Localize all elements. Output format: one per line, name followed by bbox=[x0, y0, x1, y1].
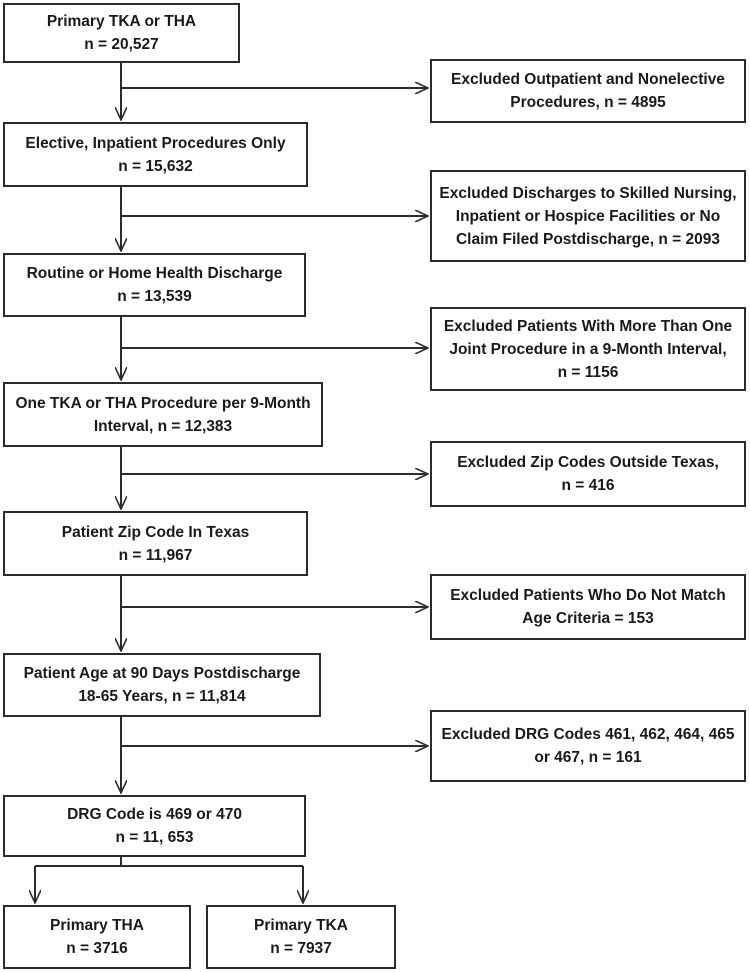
stage-count: Interval, n = 12,383 bbox=[93, 417, 233, 435]
outcome-label: Primary THA bbox=[50, 917, 144, 934]
stage-routine-discharge: Routine or Home Health Discharge n = 13,… bbox=[3, 253, 306, 317]
exclusion-outpatient: Excluded Outpatient and Nonelective Proc… bbox=[430, 59, 746, 123]
exclusion-text: Claim Filed Postdischarge, n = 2093 bbox=[455, 230, 721, 248]
exclusion-text: n = 1156 bbox=[557, 363, 619, 381]
exclusion-text: Excluded Outpatient and Nonelective bbox=[451, 71, 725, 88]
stage-count: n = 11, 653 bbox=[115, 829, 194, 846]
exclusion-text: Procedures, n = 4895 bbox=[510, 94, 666, 111]
outcome-label: Primary TKA bbox=[254, 917, 348, 934]
outcome-primary-tha: Primary THA n = 3716 bbox=[3, 905, 191, 969]
exclusion-text: Excluded Zip Codes Outside Texas, bbox=[457, 454, 719, 471]
stage-count: n = 20,527 bbox=[84, 36, 159, 53]
exclusion-text: Excluded Discharges to Skilled Nursing, bbox=[439, 184, 737, 202]
exclusion-text: n = 416 bbox=[561, 477, 615, 494]
outcome-count: n = 7937 bbox=[270, 940, 332, 957]
stage-zip-texas: Patient Zip Code In Texas n = 11,967 bbox=[3, 511, 308, 576]
stage-label: DRG Code is 469 or 470 bbox=[67, 806, 242, 823]
exclusion-text: Age Criteria = 153 bbox=[522, 610, 654, 627]
stage-count: n = 15,632 bbox=[118, 157, 193, 175]
stage-count: n = 11,967 bbox=[118, 546, 193, 564]
exclusion-zip-codes: Excluded Zip Codes Outside Texas, n = 41… bbox=[430, 441, 746, 507]
stage-label: Primary TKA or THA bbox=[46, 13, 197, 30]
stage-count: n = 13,539 bbox=[117, 288, 192, 305]
stage-drg-code: DRG Code is 469 or 470 n = 11, 653 bbox=[3, 795, 306, 857]
stage-elective-inpatient: Elective, Inpatient Procedures Only n = … bbox=[3, 122, 308, 187]
stage-label: Patient Zip Code In Texas bbox=[61, 523, 250, 541]
exclusion-text: Excluded Patients Who Do Not Match bbox=[450, 587, 726, 604]
stage-label: Routine or Home Health Discharge bbox=[26, 265, 283, 282]
exclusion-text: or 467, n = 161 bbox=[534, 749, 642, 766]
stage-label: One TKA or THA Procedure per 9-Month bbox=[15, 394, 311, 412]
outcome-primary-tka: Primary TKA n = 7937 bbox=[206, 905, 396, 969]
exclusion-text: Excluded DRG Codes 461, 462, 464, 465 bbox=[441, 726, 735, 743]
exclusion-drg-codes: Excluded DRG Codes 461, 462, 464, 465 or… bbox=[430, 710, 746, 782]
stage-one-procedure: One TKA or THA Procedure per 9-Month Int… bbox=[3, 382, 323, 447]
exclusion-discharges: Excluded Discharges to Skilled Nursing, … bbox=[430, 170, 746, 262]
stage-age-criteria: Patient Age at 90 Days Postdischarge 18-… bbox=[3, 653, 321, 717]
stage-label: Elective, Inpatient Procedures Only bbox=[25, 134, 286, 152]
exclusion-text: Excluded Patients With More Than One bbox=[443, 317, 733, 335]
stage-primary-tka-tha: Primary TKA or THA n = 20,527 bbox=[3, 3, 240, 63]
exclusion-text: Inpatient or Hospice Facilities or No bbox=[455, 207, 721, 225]
stage-count: 18-65 Years, n = 11,814 bbox=[78, 688, 246, 705]
exclusion-multiple-procedures: Excluded Patients With More Than One Joi… bbox=[430, 307, 746, 391]
stage-label: Patient Age at 90 Days Postdischarge bbox=[23, 665, 301, 682]
outcome-count: n = 3716 bbox=[66, 940, 128, 957]
exclusion-text: Joint Procedure in a 9-Month Interval, bbox=[449, 340, 727, 358]
exclusion-age: Excluded Patients Who Do Not Match Age C… bbox=[430, 574, 746, 640]
